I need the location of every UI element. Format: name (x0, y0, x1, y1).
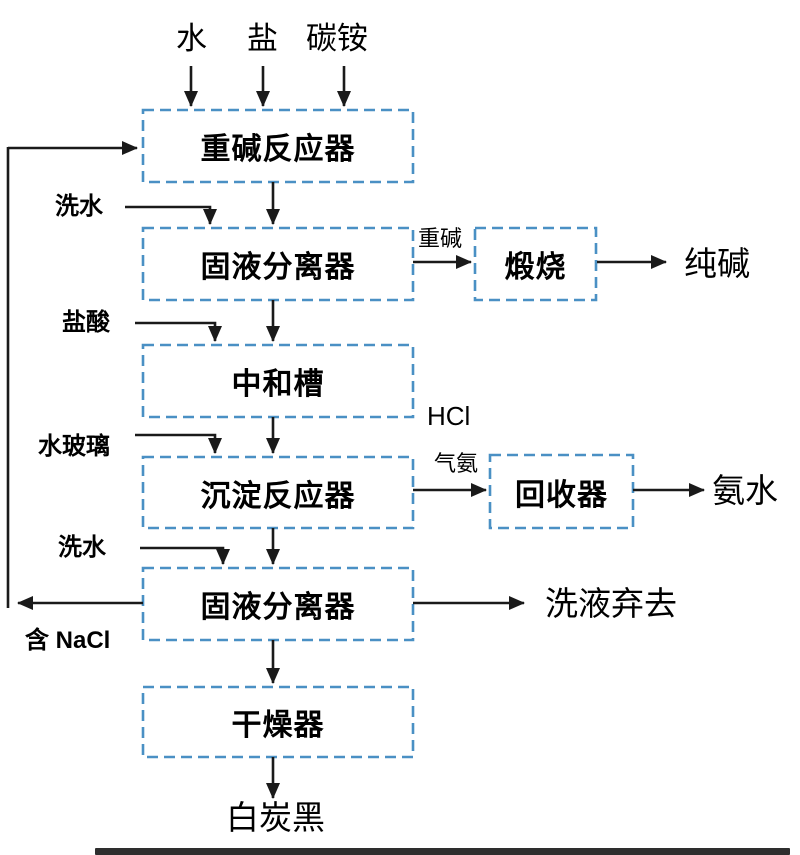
box-recovery-unit: 回收器 (515, 478, 608, 512)
stream-label-heavy-alkali: 重碱 (418, 226, 463, 251)
input-label-hydrochloric-acid: 盐酸 (62, 309, 110, 336)
box-outline-precipitation-reactor (141, 455, 415, 530)
input-label-water: 水 (176, 21, 207, 56)
stream-label-contains-nacl: 含 NaCl (25, 627, 111, 654)
output-label-ammonia-water: 氨水 (712, 472, 778, 509)
box-neutralization-tank: 中和槽 (231, 368, 325, 401)
output-label-wash-discard: 洗液弃去 (545, 585, 677, 622)
box-precipitation-reactor: 沉淀反应器 (200, 479, 356, 513)
box-dryer: 干燥器 (231, 709, 325, 742)
input-label-washwater-1: 洗水 (55, 193, 103, 220)
output-label-white-carbon-black: 白炭黑 (226, 799, 325, 836)
arrow-hydrochloric-acid-in (135, 321, 222, 342)
box-solid-liquid-separator-1: 固液分离器 (200, 251, 356, 284)
stream-label-ammonia-gas: 气氨 (434, 451, 479, 476)
box-outline-recovery-unit (488, 453, 635, 530)
box-calcination: 煅烧 (504, 251, 567, 284)
box-heavy-alkali-reactor: 重碱反应器 (200, 133, 356, 166)
bottom-scrub-bar (95, 848, 790, 855)
arrow-washwater2-in (140, 546, 230, 565)
input-label-ammonium-bicarbonate: 碳铵 (306, 21, 368, 56)
input-label-washwater-2: 洗水 (58, 534, 106, 561)
box-solid-liquid-separator-2: 固液分离器 (200, 591, 356, 624)
output-label-soda-ash: 纯碱 (684, 245, 750, 282)
box-outline-solid-liquid-separator-1 (141, 226, 415, 302)
stream-label-hcl: HCl (427, 401, 471, 431)
box-outline-heavy-alkali-reactor (141, 108, 415, 184)
box-outline-calcination (473, 226, 598, 302)
input-label-waterglass: 水玻璃 (38, 433, 110, 460)
arrow-washwater1-in (125, 205, 217, 225)
input-label-salt: 盐 (247, 21, 278, 56)
box-outline-neutralization-tank (141, 343, 415, 419)
arrow-waterglass-in (135, 433, 222, 454)
